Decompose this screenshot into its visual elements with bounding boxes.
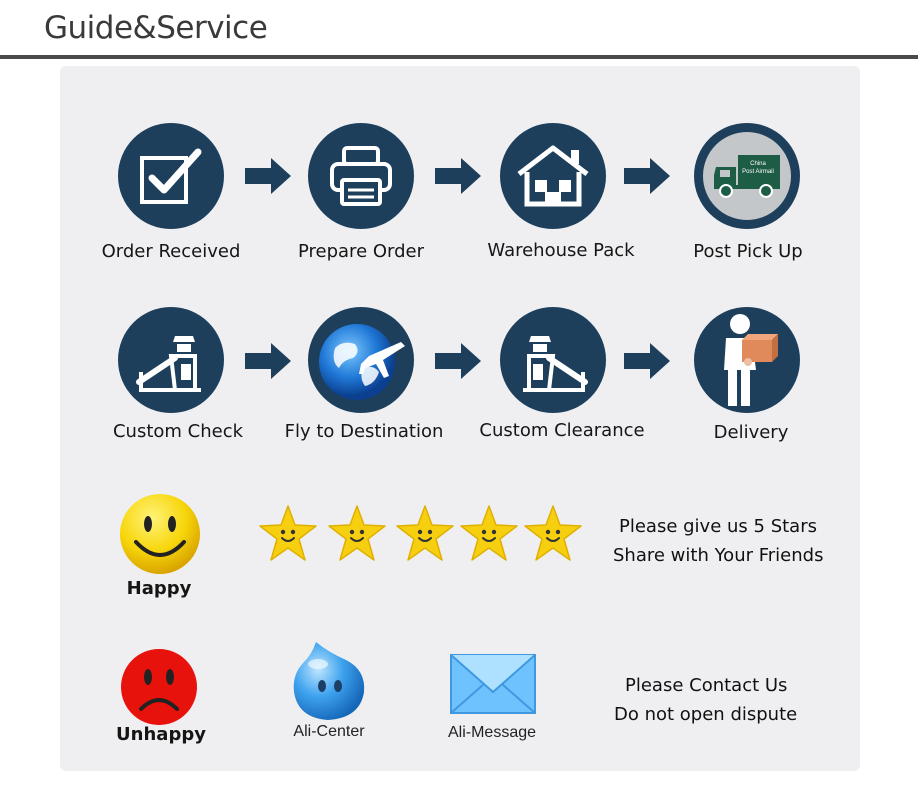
unhappy-label: Unhappy	[116, 724, 206, 745]
happy-face-icon	[120, 494, 200, 574]
truck-text: China Post Airmail	[736, 160, 780, 176]
prepare-order-label: Prepare Order	[297, 241, 425, 262]
customs-officer-icon	[523, 336, 588, 392]
fly-to-destination-step	[308, 307, 414, 413]
header: Guide&Service	[0, 0, 918, 60]
custom-check-step	[118, 307, 224, 413]
arrow-right-icon	[624, 343, 670, 379]
unhappy-message-line1: Please Contact Us	[625, 675, 788, 696]
customs-officer-icon	[136, 336, 201, 392]
post-pick-up-label: Post Pick Up	[693, 241, 803, 262]
order-received-label: Order Received	[101, 241, 241, 262]
warehouse-pack-label: Warehouse Pack	[487, 240, 635, 261]
custom-check-label: Custom Check	[112, 421, 244, 442]
header-divider	[0, 55, 918, 59]
star-icon	[524, 505, 582, 561]
happy-message: Please give us 5 Stars Share with Your F…	[613, 512, 823, 570]
happy-message-line1: Please give us 5 Stars	[619, 516, 817, 537]
unhappy-message: Please Contact Us Do not open dispute	[614, 671, 797, 729]
arrow-right-icon	[624, 158, 670, 194]
star-icon	[396, 505, 454, 561]
happy-message-line2: Share with Your Friends	[613, 545, 824, 566]
unhappy-face-icon	[121, 649, 197, 725]
delivery-label: Delivery	[713, 422, 789, 443]
fly-to-destination-label: Fly to Destination	[284, 421, 444, 442]
ali-message-label: Ali-Message	[447, 724, 537, 741]
truck-icon	[714, 155, 780, 198]
star-icon	[460, 505, 518, 561]
custom-clearance-label: Custom Clearance	[479, 420, 645, 441]
post-pick-up-step: China Post Airmail	[694, 123, 800, 229]
truck-text-line1: China	[750, 161, 766, 167]
delivery-step	[694, 307, 800, 413]
truck-badge	[703, 132, 791, 220]
warehouse-icon	[517, 145, 589, 207]
custom-clearance-step	[500, 307, 606, 413]
truck-text-line2: Post Airmail	[742, 169, 774, 175]
ali-center-icon[interactable]	[288, 640, 368, 722]
delivery-person-icon	[724, 314, 778, 406]
checkbox-icon	[140, 148, 202, 204]
star-icon	[259, 505, 317, 561]
envelope-icon[interactable]	[450, 654, 536, 714]
star-icon	[328, 505, 386, 561]
globe-plane-icon	[319, 324, 405, 400]
page-title: Guide&Service	[44, 10, 268, 46]
arrow-right-icon	[435, 343, 481, 379]
printer-icon	[330, 146, 392, 206]
ali-center-label: Ali-Center	[293, 723, 365, 740]
warehouse-pack-step	[500, 123, 606, 229]
arrow-right-icon	[435, 158, 481, 194]
arrow-right-icon	[245, 343, 291, 379]
prepare-order-step	[308, 123, 414, 229]
happy-label: Happy	[126, 578, 192, 599]
unhappy-message-line2: Do not open dispute	[614, 704, 798, 725]
order-received-step	[118, 123, 224, 229]
arrow-right-icon	[245, 158, 291, 194]
